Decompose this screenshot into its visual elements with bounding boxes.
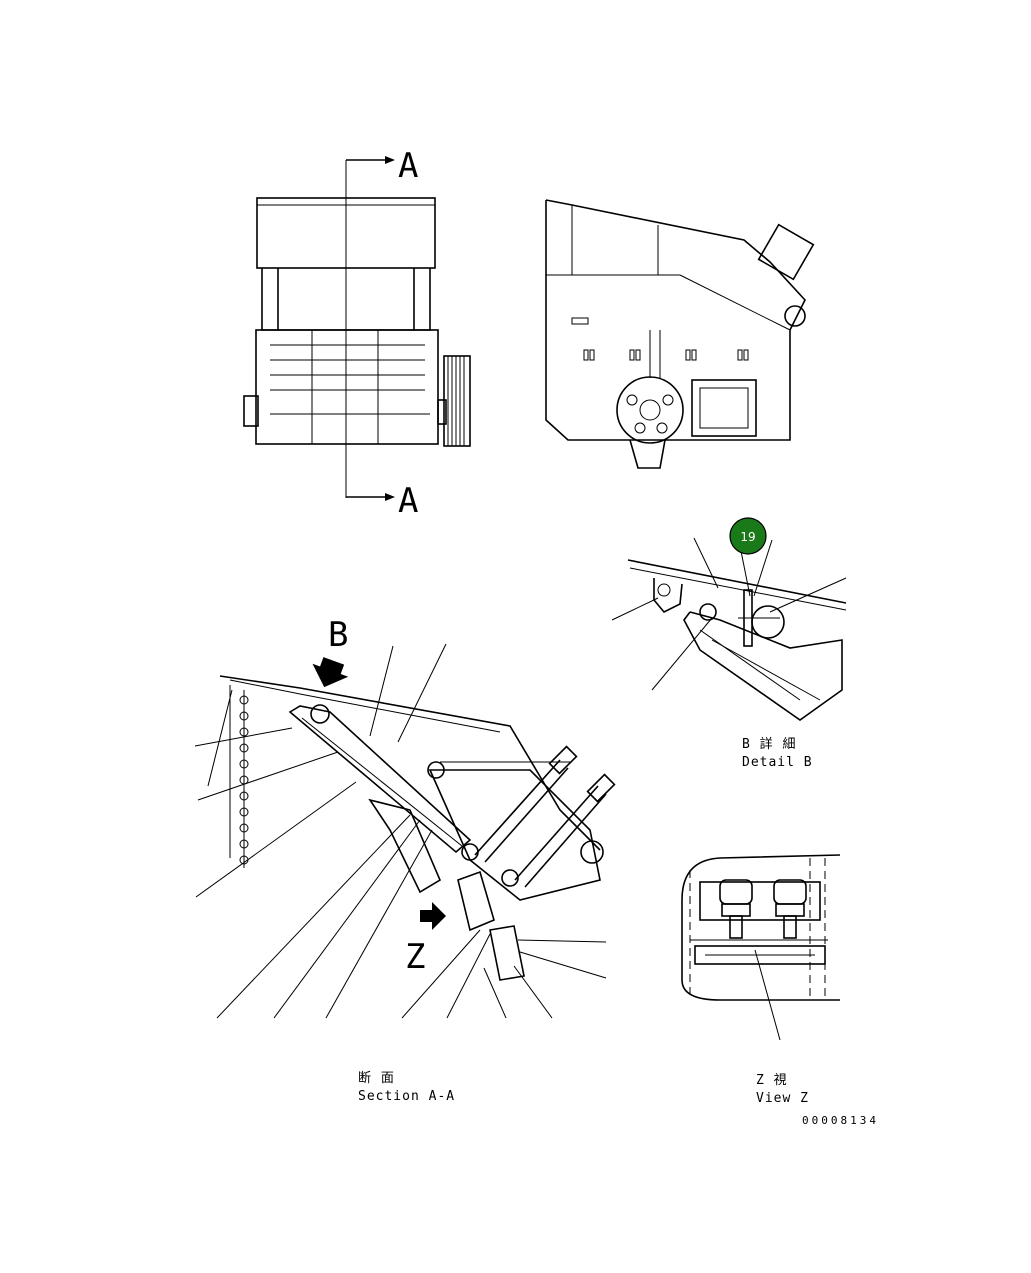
section-marker-top: A bbox=[398, 146, 418, 186]
callout-badge-icon bbox=[729, 517, 767, 555]
section-view: B bbox=[194, 615, 616, 1104]
chain-curtain bbox=[229, 685, 249, 868]
section-caption-jp: 断 面 bbox=[358, 1071, 395, 1086]
detail-caption-en: Detail B bbox=[742, 755, 813, 770]
section-caption-en: Section A-A bbox=[358, 1089, 455, 1104]
side-view bbox=[545, 199, 815, 469]
callout-19: 19 bbox=[729, 517, 767, 555]
section-marker-bottom: A bbox=[398, 481, 418, 521]
bolt-icon bbox=[773, 879, 807, 939]
drawing-number: 00008134 bbox=[802, 1114, 879, 1127]
view-marker: Z bbox=[405, 937, 425, 977]
arrow-z-icon bbox=[420, 902, 446, 930]
arrow-b-icon bbox=[312, 657, 349, 688]
detail-caption-jp: B 詳 細 bbox=[742, 736, 796, 752]
detail-b-view: 19 B 詳 細 Detail B bbox=[611, 517, 847, 770]
view-z: Z 視 View Z bbox=[681, 854, 841, 1106]
pulley bbox=[443, 355, 471, 447]
view-caption-jp: Z 視 bbox=[756, 1073, 788, 1088]
bolt-icon bbox=[719, 879, 753, 939]
view-caption-en: View Z bbox=[756, 1091, 809, 1106]
front-view: A A bbox=[243, 146, 471, 521]
detail-marker: B bbox=[328, 615, 348, 655]
callout-number: 19 bbox=[740, 530, 755, 544]
